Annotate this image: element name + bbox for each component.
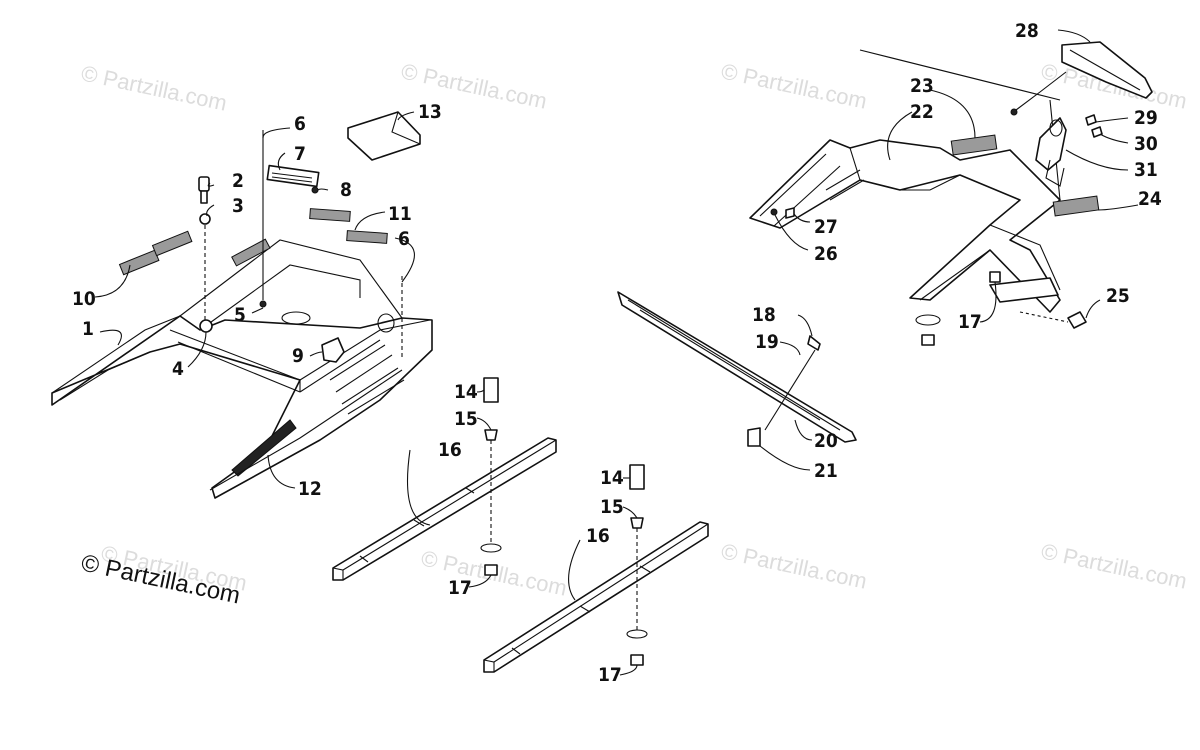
frame-vent <box>231 419 297 477</box>
callout-8: 8 <box>340 179 352 201</box>
callout-15: 15 <box>454 408 478 430</box>
frame-inner-rail <box>199 264 361 331</box>
callout-25: 25 <box>1106 285 1130 307</box>
part-14-block <box>483 377 499 403</box>
callout-26: 26 <box>814 243 838 265</box>
part-25-bolt <box>1067 311 1087 329</box>
frame-decal <box>231 238 271 267</box>
part-7-decal-text <box>271 172 313 183</box>
callout-19: 19 <box>755 331 779 353</box>
part-18-bolt <box>807 335 821 351</box>
callout-12: 12 <box>298 478 322 500</box>
callout-2: 2 <box>232 170 244 192</box>
frame-left-side <box>59 351 151 401</box>
part-24-decal <box>1052 195 1100 217</box>
bracket-washer <box>281 311 311 325</box>
callout-14: 14 <box>454 381 478 403</box>
watermark: © Partzilla.com <box>79 60 229 115</box>
callout-14b: 14 <box>600 467 624 489</box>
callout-10: 10 <box>72 288 96 310</box>
callout-4: 4 <box>172 358 184 380</box>
part-17-nut <box>630 654 644 666</box>
part-27-clip <box>785 207 795 219</box>
callout-15b: 15 <box>600 496 624 518</box>
callout-16b: 16 <box>586 525 610 547</box>
part-5-rivet <box>259 300 267 308</box>
callout-24: 24 <box>1138 188 1162 210</box>
rear-bumper-knob <box>377 313 395 333</box>
rear-bumper-assembly <box>749 41 1153 346</box>
part-21-nut <box>747 427 761 447</box>
frame-top-rail <box>179 239 403 319</box>
frame-top-left-rail <box>51 315 181 394</box>
callout-5: 5 <box>234 304 246 326</box>
handle-cable <box>1015 71 1067 111</box>
part-3-washer <box>199 213 211 225</box>
frame-side-plate <box>209 369 403 491</box>
callout-30: 30 <box>1134 133 1158 155</box>
callout-1: 1 <box>82 318 94 340</box>
leader-lines <box>94 29 1139 676</box>
callout-16: 16 <box>438 439 462 461</box>
callout-17c: 17 <box>958 311 982 333</box>
part-4-nut <box>199 319 213 333</box>
callout-17: 17 <box>448 577 472 599</box>
callout-27: 27 <box>814 216 838 238</box>
callout-7: 7 <box>294 143 306 165</box>
part-23-decal <box>950 134 998 156</box>
part-2-bolt <box>198 176 210 204</box>
part-11-pad <box>346 230 388 244</box>
part-17-nut <box>484 564 498 576</box>
callout-21: 21 <box>814 460 838 482</box>
frame-right-side <box>299 319 431 393</box>
rear-frame-assembly <box>51 238 433 499</box>
part-13-cover <box>347 111 421 161</box>
callout-9: 9 <box>292 345 304 367</box>
part-9-clip <box>321 337 345 363</box>
callout-28: 28 <box>1015 20 1039 42</box>
callout-6b: 6 <box>398 228 410 250</box>
callout-22: 22 <box>910 101 934 123</box>
part-20-flap <box>617 291 857 447</box>
callout-31: 31 <box>1134 159 1158 181</box>
part-31-hitch <box>1035 117 1067 171</box>
callout-3: 3 <box>232 195 244 217</box>
runner-upper <box>332 377 557 581</box>
frame-vent-lines <box>329 344 405 415</box>
watermark: © Partzilla.com <box>719 58 869 113</box>
callout-23: 23 <box>910 75 934 97</box>
callout-11: 11 <box>388 203 412 225</box>
part-15-bolt <box>630 517 644 529</box>
watermark: © Partzilla.com <box>719 538 869 593</box>
callout-20: 20 <box>814 430 838 452</box>
part-26-rivet <box>770 208 778 216</box>
callout-18: 18 <box>752 304 776 326</box>
part-15-bolt <box>484 429 498 441</box>
part-8-rivet <box>311 186 319 194</box>
callouts: 1 2 3 4 5 6 7 8 9 10 11 12 13 6 14 15 16… <box>72 20 1162 686</box>
callout-17b: 17 <box>598 664 622 686</box>
part-10-pad <box>118 249 160 276</box>
watermark: © Partzilla.com <box>1039 538 1189 593</box>
callout-13: 13 <box>418 101 442 123</box>
part-10-pad <box>151 230 193 257</box>
part-14-block <box>629 464 645 490</box>
frame-crossbar <box>169 329 301 393</box>
runner-lower <box>483 464 709 673</box>
callout-6: 6 <box>294 113 306 135</box>
part-11-pad <box>309 208 351 222</box>
callout-29: 29 <box>1134 107 1158 129</box>
